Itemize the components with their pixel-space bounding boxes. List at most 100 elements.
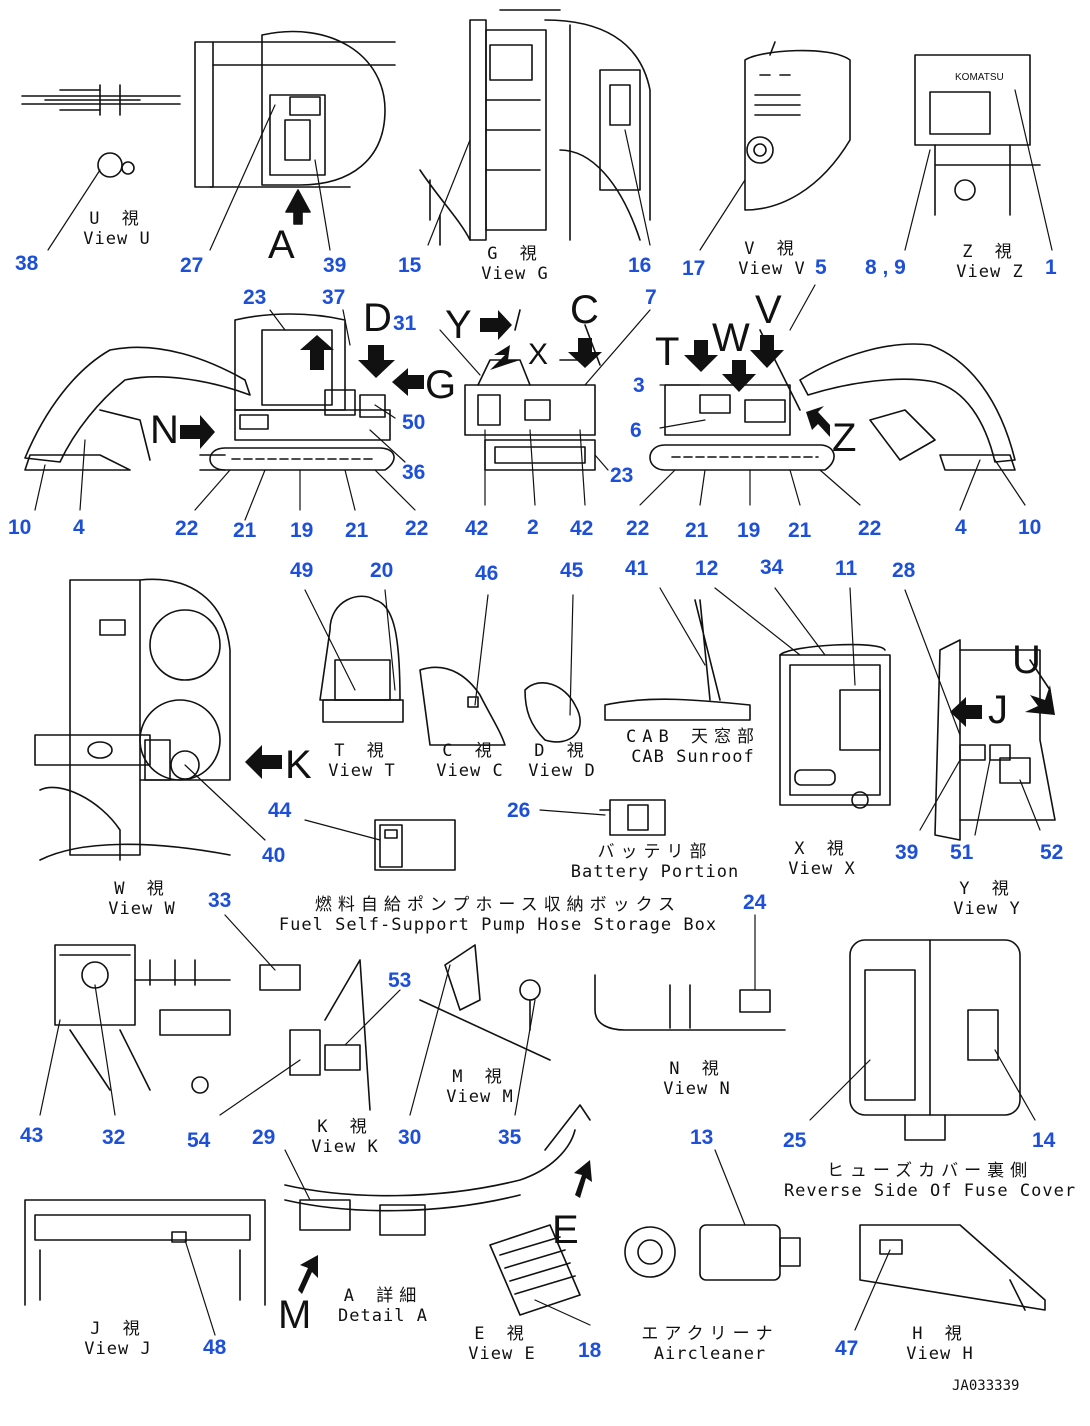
callout-43: 43 (20, 1124, 44, 1147)
callout-12: 12 (695, 557, 719, 580)
callout-26: 26 (507, 799, 531, 822)
fuse-cover-drawing (849, 939, 1021, 1141)
callout-15: 15 (398, 254, 422, 277)
view-k-drawing (259, 959, 371, 1111)
arrow-u (1025, 685, 1055, 715)
letter-m: M (278, 1293, 312, 1337)
callout-28: 28 (892, 559, 916, 582)
callout-31: 31 (393, 312, 417, 335)
callout-44: 44 (268, 799, 292, 822)
arrow-n (180, 415, 215, 449)
callout-25: 25 (783, 1129, 807, 1152)
callout-21-d: 21 (788, 519, 812, 542)
fuel-box-drawing (374, 819, 456, 871)
callout-21-c: 21 (685, 519, 709, 542)
view-arrows (180, 310, 1055, 1294)
view-v-drawing (744, 41, 851, 211)
view-t-drawing (319, 595, 404, 723)
letter-j: J (988, 688, 1008, 732)
letter-n: N (150, 408, 179, 452)
callout-53: 53 (388, 969, 412, 992)
logo-text: KOMATSU (955, 72, 1004, 83)
detail-a-drawing (284, 1104, 591, 1236)
callout-46: 46 (475, 562, 499, 585)
letter-d: D (363, 296, 392, 340)
arrow-w (722, 360, 756, 392)
callout-4: 4 (73, 516, 85, 539)
callout-13: 13 (690, 1126, 714, 1149)
left-excavator-drawing (24, 313, 395, 471)
callout-7: 7 (645, 286, 657, 309)
letter-x: X (528, 338, 549, 371)
callout-29: 29 (252, 1126, 276, 1149)
letter-y: Y (445, 303, 472, 347)
callout-36: 36 (402, 461, 426, 484)
arrow-j (950, 697, 982, 727)
engine-view-drawing (54, 944, 231, 1094)
letter-z: Z (832, 416, 857, 460)
letter-e: E (552, 1208, 579, 1252)
callout-54: 54 (187, 1129, 211, 1152)
leader-lines (34, 89, 1053, 1336)
callout-5: 5 (815, 256, 827, 279)
callout-22-c: 22 (626, 517, 650, 540)
callout-3: 3 (633, 374, 645, 397)
arrow-t (684, 340, 718, 372)
letter-k: K (285, 743, 312, 787)
view-d-drawing (524, 681, 581, 743)
arrow-k (245, 745, 282, 779)
callout-45: 45 (560, 559, 584, 582)
battery-drawing (599, 799, 666, 836)
callout-39: 39 (323, 254, 347, 277)
callout-33: 33 (208, 889, 232, 912)
arrow-y (480, 310, 512, 340)
letter-w: W (712, 316, 750, 360)
callout-42: 42 (465, 517, 489, 540)
callout-48: 48 (203, 1336, 227, 1359)
callout-27: 27 (180, 254, 204, 277)
view-h-drawing (859, 1224, 1046, 1311)
callout-47: 47 (835, 1337, 859, 1360)
aircleaner-drawing (624, 1224, 801, 1281)
callout-30: 30 (398, 1126, 422, 1149)
arrow-g (392, 368, 424, 396)
view-g-drawing (419, 9, 651, 246)
callout-32: 32 (102, 1126, 126, 1149)
callout-2: 2 (527, 516, 539, 539)
arrow-x (490, 345, 520, 370)
letter-u: U (1012, 638, 1041, 682)
callout-19-b: 19 (737, 519, 761, 542)
arrow-c (568, 338, 602, 368)
callout-50: 50 (402, 411, 426, 434)
callout-41: 41 (625, 557, 649, 580)
callout-23-b: 23 (610, 464, 634, 487)
view-j-drawing (24, 1199, 266, 1306)
callout-22-b: 22 (405, 517, 429, 540)
callout-16: 16 (628, 254, 652, 277)
callout-10-b: 10 (1018, 516, 1042, 539)
cab-sunroof-drawing (604, 599, 751, 721)
callout-23: 23 (243, 286, 267, 309)
callout-19: 19 (290, 519, 314, 542)
callout-14: 14 (1032, 1129, 1056, 1152)
callout-39-b: 39 (895, 841, 919, 864)
view-c-drawing (419, 666, 506, 746)
callout-21-b: 21 (345, 519, 369, 542)
arrow-z (806, 406, 830, 437)
view-m-drawing (419, 944, 551, 1061)
